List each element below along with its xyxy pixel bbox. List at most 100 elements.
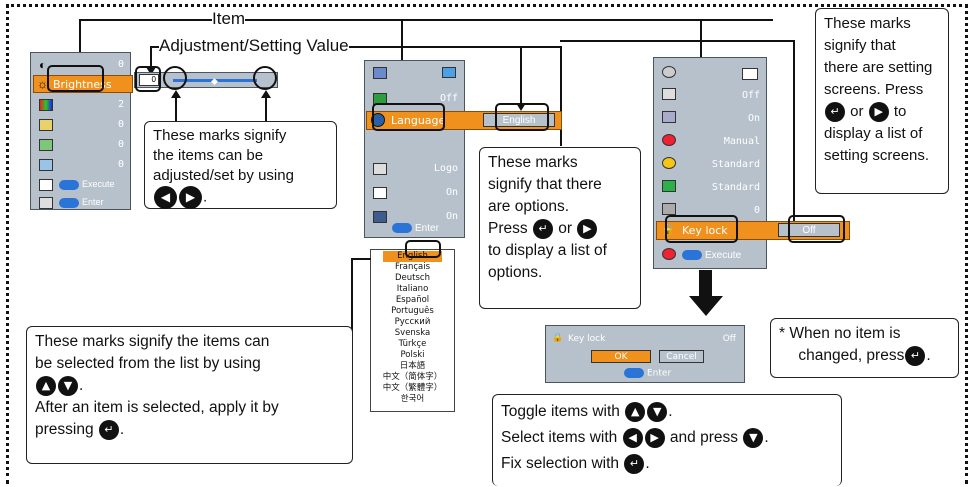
- keylock-dialog: 🔒 Key lock Off OK Cancel Enter: [545, 325, 745, 383]
- memory-icon: [39, 197, 53, 209]
- big-arrow-head: [689, 296, 723, 316]
- enter-icon: [59, 179, 79, 190]
- value-highlight: [788, 215, 845, 243]
- list-leader-h: [351, 258, 371, 260]
- list-item[interactable]: 日本語: [399, 361, 426, 371]
- arrow-down: [516, 103, 526, 111]
- screen-icon: [442, 67, 456, 78]
- dialog-enter: Enter: [624, 368, 671, 379]
- power-icon: [662, 134, 676, 146]
- right-button-icon: ▶: [644, 427, 665, 448]
- noitem-callout: * When no item is changed, press↵.: [770, 318, 959, 378]
- slider-thumb: ◆: [211, 76, 218, 86]
- dialog-title: Key lock: [568, 334, 606, 344]
- screens-leader: [560, 40, 793, 42]
- adjust-leader-1: [150, 46, 152, 68]
- item-highlight: [372, 103, 445, 131]
- list-item[interactable]: 한국어: [400, 394, 425, 404]
- list-item[interactable]: 中文（繁體字）: [382, 383, 443, 393]
- enter-button-icon: ↵: [532, 218, 553, 239]
- cancel-button[interactable]: Cancel: [659, 350, 704, 363]
- menu-image: ◐0 ☼ Brightness 2 0 0 0 Execute Enter: [30, 52, 133, 210]
- list-item[interactable]: Español: [395, 295, 430, 305]
- mark-leader-right: [265, 98, 267, 122]
- toggle-callout: Toggle items with ▲▼. Select items with …: [492, 394, 842, 486]
- enter-button-icon: ↵: [98, 419, 119, 440]
- display-icon: [373, 187, 387, 199]
- setup-icon: [373, 67, 387, 79]
- lock-icon: 🔒: [552, 333, 564, 343]
- enter-icon: [392, 223, 412, 234]
- screen-icon: [742, 68, 758, 80]
- down-button-icon: ▼: [647, 401, 668, 422]
- item-icon: [662, 88, 676, 100]
- brightness-label: Brightness: [53, 78, 112, 91]
- list-item[interactable]: Italiano: [396, 284, 429, 294]
- enter-icon: [624, 368, 644, 378]
- gamma-icon: [39, 159, 53, 171]
- enter-icon: [59, 197, 79, 208]
- ok-button[interactable]: OK: [591, 350, 651, 363]
- reset-icon: [39, 179, 53, 191]
- list-item[interactable]: Svenska: [394, 328, 431, 338]
- startup-icon: [373, 211, 387, 223]
- enter-button-icon: ↵: [825, 102, 845, 123]
- menu-image: Off Logo On On: [364, 60, 465, 238]
- list-item[interactable]: Polski: [400, 350, 425, 360]
- keylock-value: Off: [778, 223, 840, 237]
- arrow-down: [146, 67, 156, 75]
- options-leader: [560, 46, 562, 146]
- list-item[interactable]: Русский: [394, 317, 431, 327]
- menu-row: ◐0: [39, 58, 124, 72]
- item-leader: [79, 19, 773, 21]
- value-highlight: [135, 66, 161, 92]
- adjustment-label: Adjustment/Setting Value: [159, 36, 349, 56]
- right-mark-highlight: [253, 66, 277, 90]
- screens-leader-1: [793, 40, 795, 226]
- reset-icon: [662, 248, 676, 260]
- adjust-callout: These marks signify the items can be adj…: [144, 121, 337, 209]
- tint-icon: [39, 119, 53, 131]
- dotted-frame: [6, 4, 968, 484]
- arrow-up: [261, 90, 271, 98]
- right-button-icon: ▶: [577, 218, 598, 239]
- screens-callout: These marks signify that there are setti…: [815, 8, 949, 194]
- brightness-icon: ☼: [37, 77, 48, 91]
- list-callout: These marks signify the items can be sel…: [26, 326, 353, 464]
- contrast-icon: ◐: [39, 58, 47, 72]
- fan-icon: [662, 180, 676, 192]
- settings-icon: [662, 66, 676, 78]
- keylock-label: Key lock: [682, 224, 728, 237]
- language-icon: [371, 113, 385, 127]
- adjust-leader: [150, 46, 560, 48]
- arrow-up: [171, 90, 181, 98]
- list-item[interactable]: 中文（简体字）: [382, 372, 443, 382]
- slider-value: 0: [139, 74, 159, 86]
- big-arrow-shaft: [699, 270, 712, 300]
- language-list: English Français Deutsch Italiano Españo…: [370, 249, 455, 412]
- language-label: Language: [391, 114, 446, 127]
- item-icon: [662, 203, 676, 215]
- left-mark-highlight: [163, 66, 187, 90]
- list-item[interactable]: Deutsch: [395, 273, 430, 283]
- mark-leader-left: [175, 98, 177, 122]
- item-icon: [662, 111, 676, 123]
- list-item[interactable]: Português: [391, 306, 434, 316]
- item-leader-1: [79, 19, 81, 59]
- item-highlight: [47, 65, 104, 92]
- lock-icon: 🔒: [661, 224, 675, 236]
- list-mark-highlight: [405, 240, 441, 258]
- item-label: Item: [212, 9, 246, 29]
- options-callout: These marks signify that there are optio…: [479, 147, 641, 309]
- down-button-icon: ▼: [58, 375, 78, 396]
- dialog-value: Off: [722, 334, 736, 344]
- list-item[interactable]: Türkçe: [398, 339, 427, 349]
- list-item[interactable]: Français: [394, 262, 431, 272]
- menu2-enter: Enter: [392, 223, 439, 234]
- list-leader: [351, 258, 353, 338]
- color-icon: [39, 99, 53, 111]
- left-button-icon: ◀: [154, 186, 177, 209]
- down-button-icon: ▼: [743, 427, 764, 448]
- up-button-icon: ▲: [625, 401, 646, 422]
- item-highlight: [665, 215, 738, 243]
